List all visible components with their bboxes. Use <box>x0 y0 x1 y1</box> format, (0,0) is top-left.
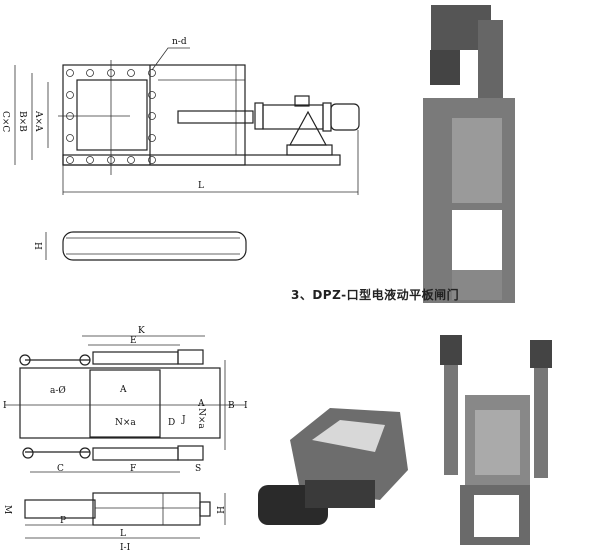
label-e: E <box>130 336 137 346</box>
label-l: L <box>120 529 126 539</box>
label-nxa2: N×a <box>196 408 206 429</box>
photo-gate-horizontal <box>258 408 408 525</box>
photo-gate-twin-cylinder <box>440 335 552 545</box>
label-h: H <box>32 242 42 250</box>
label-n-d: n-d <box>172 37 187 47</box>
bottom-plan-view: K E a-Ø A N×a D J A N×a B I I C F S <box>3 326 248 474</box>
top-side-view: H <box>32 231 247 261</box>
label-a2: A <box>197 399 205 409</box>
label-j: J <box>181 415 186 425</box>
label-i-right: I <box>244 401 248 411</box>
photo-gate-vertical <box>423 5 515 303</box>
label-nxa: N×a <box>115 418 136 428</box>
label-l: L <box>198 181 204 191</box>
label-b: B <box>228 401 235 411</box>
hydraulic-cylinder <box>177 95 360 156</box>
label-i-left: I <box>3 401 7 411</box>
label-h2: H <box>214 506 224 514</box>
label-axa: A×A <box>33 110 43 132</box>
top-plan-view: n-d C×C B×B A×A L <box>0 37 360 195</box>
label-a-phi: a-Ø <box>50 385 66 396</box>
label-c: C <box>57 464 64 474</box>
label-a: A <box>119 385 127 395</box>
label-f: F <box>130 464 136 474</box>
label-s: S <box>195 464 201 474</box>
figure-caption: 3、DPZ-口型电液动平板闸门 <box>291 288 460 302</box>
label-m: M <box>2 505 12 514</box>
label-d: D <box>168 418 175 428</box>
label-p: P <box>60 516 66 526</box>
label-i-i: I-I <box>120 543 131 553</box>
label-cxc: C×C <box>0 111 10 132</box>
label-k: K <box>138 326 145 336</box>
label-bxb: B×B <box>17 111 27 132</box>
bottom-section-view: M P L I-I H <box>2 492 226 553</box>
